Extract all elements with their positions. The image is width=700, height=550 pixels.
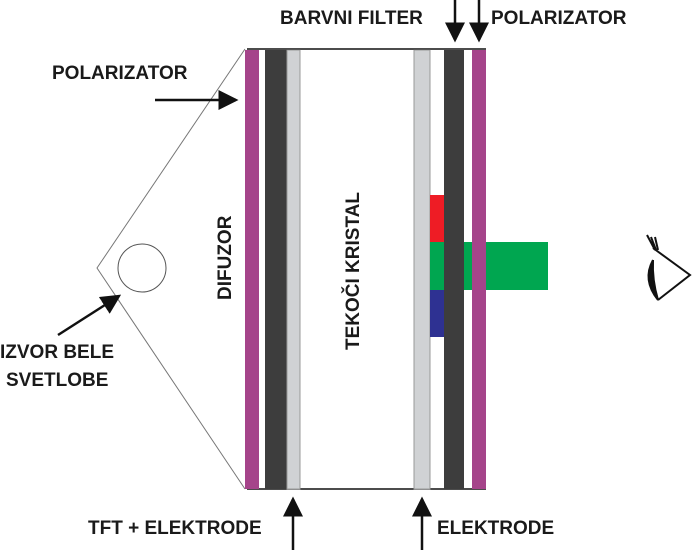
label-color-filter: BARVNI FILTER	[280, 8, 423, 29]
polarizer-left-layer	[245, 50, 259, 489]
polarizer-right-layer	[472, 50, 486, 489]
color-filter-blue	[430, 290, 444, 337]
color-filter-red	[430, 195, 444, 242]
glass-left-layer	[265, 50, 287, 489]
backlight-housing	[96, 48, 246, 490]
label-polarizer-right: POLARIZATOR	[491, 8, 627, 29]
label-light-source-1: IZVOR BELE	[0, 342, 114, 363]
tft-electrode-layer	[286, 49, 301, 490]
label-light-source-2: SVETLOBE	[6, 370, 108, 391]
electrode-right-layer	[413, 49, 431, 490]
label-electrodes: ELEKTRODE	[437, 518, 554, 539]
eye-icon	[646, 234, 692, 301]
arrow-light-source	[57, 294, 122, 337]
label-liquid-crystal: TEKOČI KRISTAL	[342, 192, 364, 350]
light-source-lamp	[117, 243, 167, 293]
label-diffuser: DIFUZOR	[215, 215, 236, 300]
label-polarizer-left: POLARIZATOR	[52, 63, 188, 84]
glass-right-layer	[444, 50, 464, 489]
label-tft-electrodes: TFT + ELEKTRODE	[88, 518, 262, 539]
